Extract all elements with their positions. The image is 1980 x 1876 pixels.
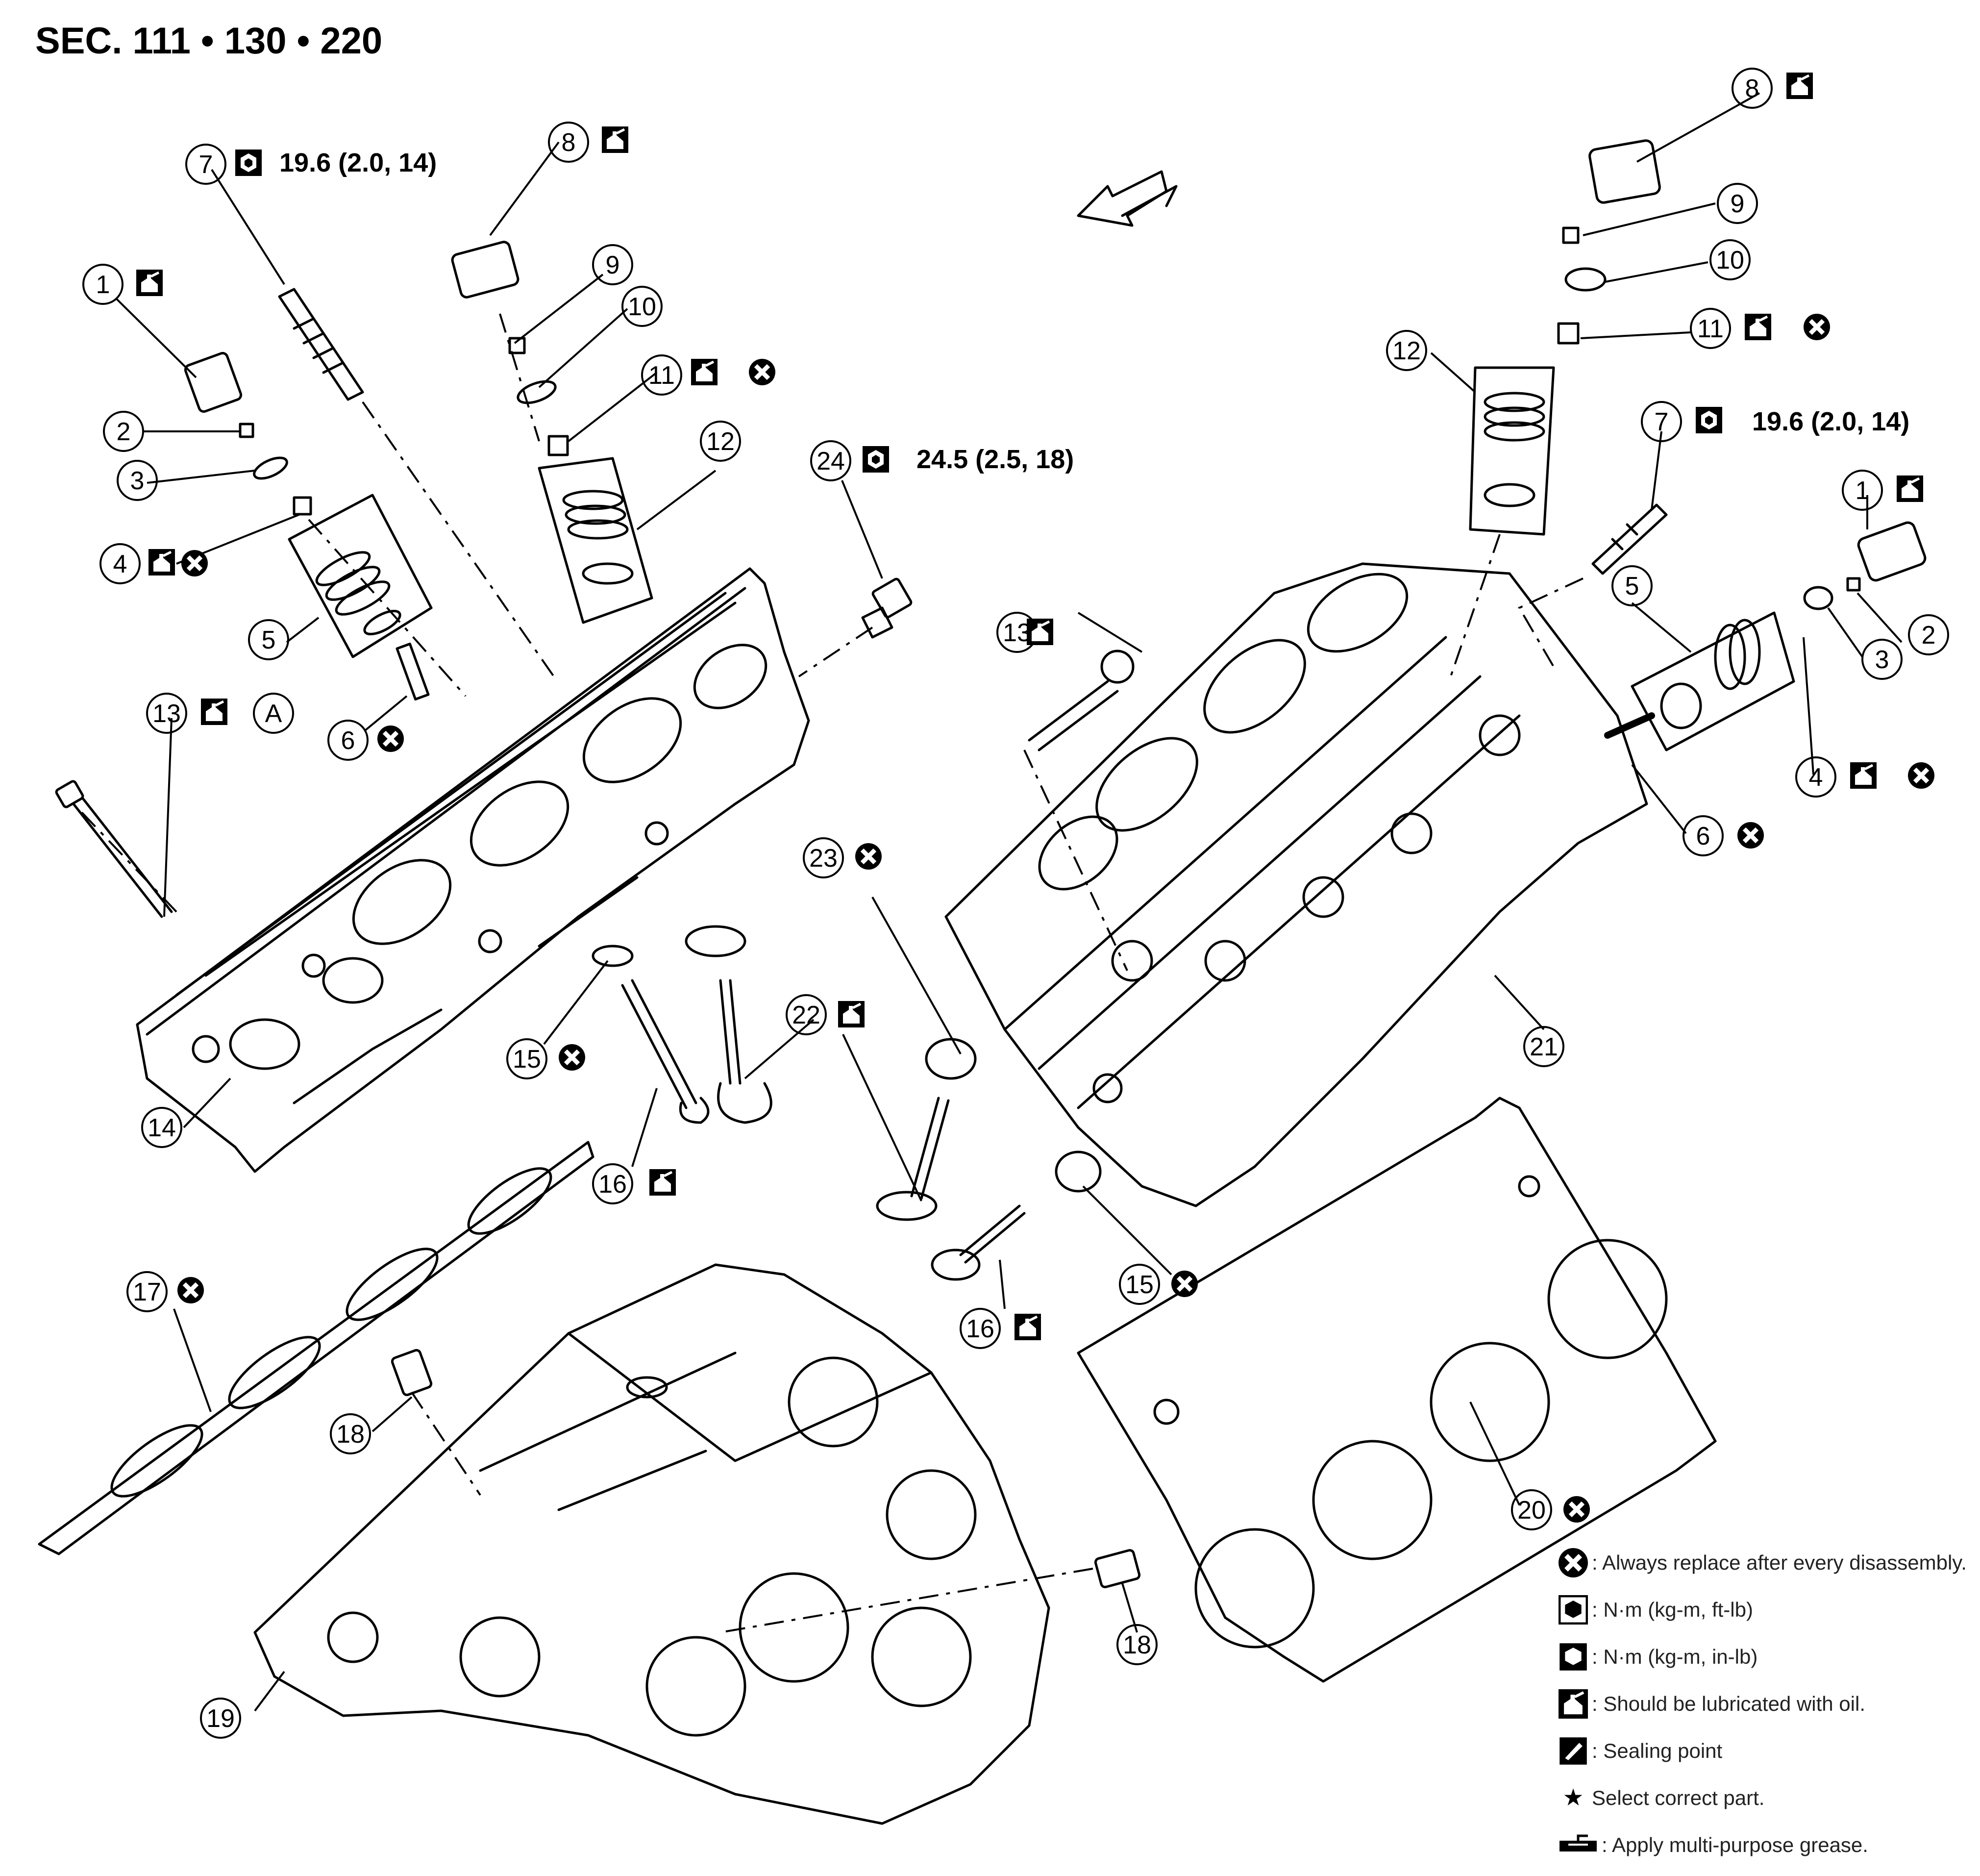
left-head-bolt [55,780,173,918]
svg-text:2: 2 [1922,621,1936,650]
svg-text:22: 22 [792,1001,820,1029]
left-spark-plug-torque: 19.6 (2.0, 14) [279,148,437,177]
left-valve-lifter [184,351,243,413]
svg-text:1: 1 [1856,476,1870,505]
svg-text:8: 8 [1745,75,1759,103]
svg-text:18: 18 [336,1420,365,1449]
legend-row: : Sealing point [1559,1727,1970,1775]
svg-text:24: 24 [817,447,845,475]
svg-text:11: 11 [1697,315,1724,343]
front-direction-arrow [1077,170,1178,227]
svg-text:6: 6 [341,726,355,755]
grease-icon [1559,1834,1597,1851]
oil-can-icon [1559,1689,1588,1719]
left-head-gasket [38,1141,594,1555]
svg-text:5: 5 [262,626,276,654]
right-spark-plug-torque: 19.6 (2.0, 14) [1752,407,1909,436]
legend-row: : Apply multi-purpose grease. [1559,1822,1970,1869]
part-callouts: 1 2 3 4 5 6 7 8 9 10 11 12 13 14 24 15 1… [82,68,1949,1739]
legend-row: ★ Select correct part. [1559,1775,1970,1822]
svg-text:4: 4 [1809,763,1823,792]
svg-text:9: 9 [606,251,620,279]
left-cylinder-head [136,567,810,1173]
sensor-torque: 24.5 (2.5, 18) [916,445,1074,474]
svg-text:14: 14 [148,1114,176,1142]
left-valve-spring-box [288,494,433,658]
right-valve-spring-box [1631,611,1795,751]
legend-row: : N·m (kg-m, in-lb) [1559,1633,1970,1680]
svg-text:15: 15 [513,1045,541,1074]
torque-nm-kgm-ftlb-icon [1559,1595,1588,1625]
svg-text:17: 17 [133,1278,161,1306]
svg-text:20: 20 [1517,1496,1546,1525]
sealing-point-icon [1559,1737,1587,1765]
svg-text:7: 7 [199,150,213,179]
symbol-legend: : Always replace after every disassembly… [1559,1539,1970,1869]
left-valve-spring-box-upper [538,457,653,624]
svg-text:4: 4 [113,550,127,578]
svg-text:12: 12 [1392,337,1421,365]
svg-text:1: 1 [96,271,110,299]
svg-text:23: 23 [809,844,838,873]
callout-letter-a: A [253,693,294,734]
svg-text:A: A [265,700,282,728]
svg-text:10: 10 [628,293,656,321]
svg-text:11: 11 [648,361,675,390]
star-icon: ★ [1562,1785,1584,1811]
left-spark-plug [278,288,364,401]
valves [621,979,1026,1281]
right-cylinder-head [944,562,1648,1207]
replace-x-icon [1559,1548,1588,1577]
svg-text:21: 21 [1530,1033,1558,1061]
svg-text:3: 3 [130,467,145,495]
svg-text:8: 8 [562,128,576,157]
svg-text:15: 15 [1125,1271,1154,1299]
right-head-gasket [1077,1097,1717,1683]
torque-nm-kgm-inlb-icon [1559,1643,1587,1671]
right-valve-spring-box-upper [1469,366,1555,536]
svg-text:10: 10 [1716,246,1744,275]
cylinder-block [253,1263,1050,1825]
svg-text:13: 13 [152,700,181,728]
svg-text:12: 12 [706,427,735,456]
svg-text:7: 7 [1655,408,1669,436]
svg-text:16: 16 [598,1170,627,1199]
svg-text:9: 9 [1731,190,1745,218]
svg-text:18: 18 [1123,1631,1151,1659]
svg-text:2: 2 [117,418,131,446]
svg-text:13: 13 [1003,619,1031,647]
svg-text:16: 16 [966,1315,994,1343]
replace-x-icon [177,314,1934,1523]
legend-row: : N·m (kg-m, ft-lb) [1559,1586,1970,1633]
svg-text:5: 5 [1625,572,1639,600]
legend-row: : Always replace after every disassembly… [1559,1539,1970,1586]
right-head-bolt [1028,650,1135,751]
oil-can-icon [136,73,1923,1340]
right-spark-plug [1591,503,1668,575]
svg-text:3: 3 [1875,646,1889,674]
section-title: SEC. 111 • 130 • 220 [35,20,383,62]
legend-row: : Should be lubricated with oil. [1559,1680,1970,1727]
valve-seals [592,925,1102,1193]
svg-text:19: 19 [206,1704,235,1733]
svg-text:6: 6 [1696,822,1710,850]
